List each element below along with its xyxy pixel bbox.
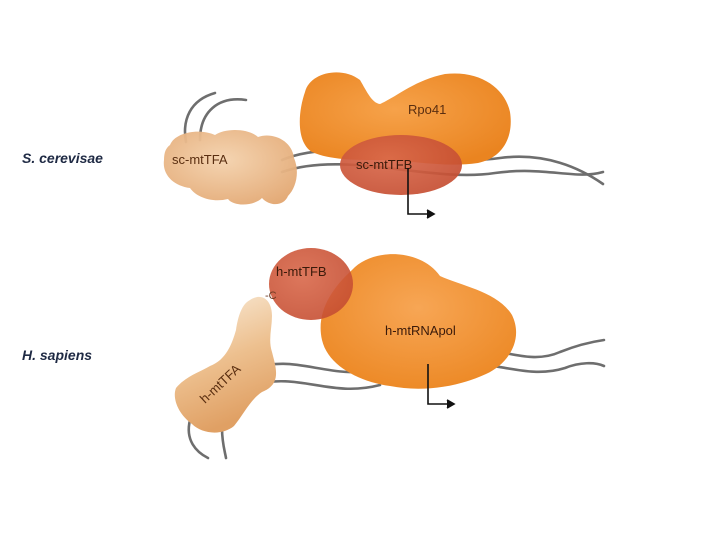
rpo41-label: Rpo41	[408, 102, 446, 117]
h-mtrnapol-label: h-mtRNApol	[385, 323, 456, 338]
yeast-panel: S. cerevisae Rpo41 sc-mtTFB sc-mtTFA	[22, 72, 605, 219]
rpo41-polymerase	[299, 72, 511, 165]
sc-mttfa-factor	[163, 129, 297, 205]
h-mttfb-label: h-mtTFB	[276, 264, 327, 279]
species-label-human: H. sapiens	[22, 347, 92, 363]
human-panel: H. sapiens h-mtRNApol h-mtTFB -C h-mtTFA	[22, 248, 606, 460]
h-mttfa-factor	[174, 296, 277, 433]
h-mttfb-factor	[269, 248, 353, 320]
sc-mttfa-label: sc-mtTFA	[172, 152, 228, 167]
h-mtrnapol-polymerase	[320, 254, 517, 389]
c-terminus-label: -C	[265, 290, 277, 302]
sc-mttfb-factor	[340, 135, 462, 195]
species-label-yeast: S. cerevisae	[22, 150, 103, 166]
human-transcription-start-arrow	[427, 364, 456, 409]
sc-mttfb-label: sc-mtTFB	[356, 157, 412, 172]
yeast-transcription-start-arrow	[407, 168, 436, 219]
